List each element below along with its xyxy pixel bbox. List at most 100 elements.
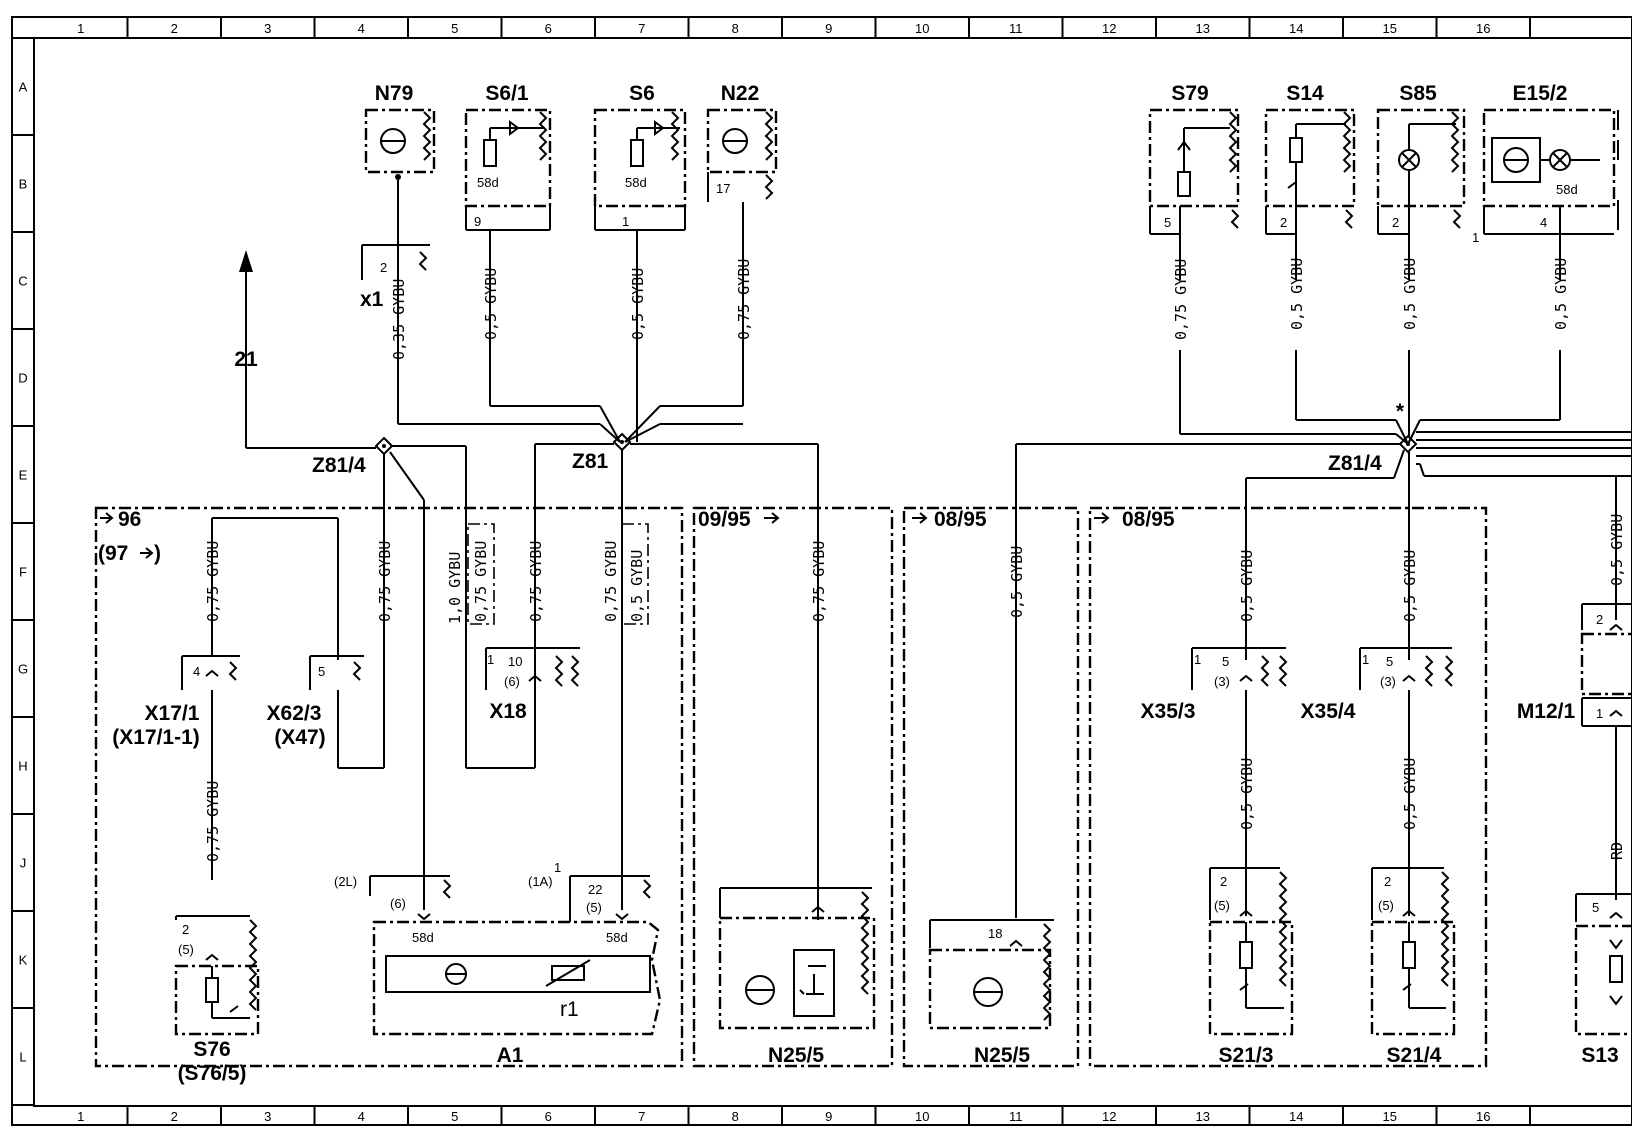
connector-x1: 2 x1 [360,244,430,311]
s21-3-label: S21/3 [1219,1044,1274,1067]
s85-note: 1 [1472,230,1479,245]
wire-x35-4-bot: 0,5 GYBU [1401,758,1419,830]
x35-4-alt: (3) [1380,674,1396,689]
grid-row-D: D [18,371,27,386]
n25-5-b-pin: 18 [988,926,1002,941]
frame [11,16,1632,1126]
svg-text:): ) [154,542,161,565]
s21-4-label: S21/4 [1387,1044,1442,1067]
a1-right-outer: (1A) [528,874,553,889]
s85-label: S85 [1399,82,1437,105]
component-s85: S85 2 1 [1376,82,1479,280]
component-e15-2: E15/2 58d 4 [1482,82,1619,280]
s76-alt: (S76/5) [178,1062,247,1085]
wire-x17-bot: 0,75 GYBU [204,781,222,862]
s76-alt: (5) [178,942,194,957]
grid-col-1: 1 [77,21,84,36]
s21-4-alt: (5) [1378,898,1394,913]
component-s6: S6 58d 1 [593,82,687,231]
grid-row-H: H [18,759,27,774]
star-marker: * [1396,400,1405,423]
splice-z81: Z81 [534,432,819,520]
x35-3-alt: (3) [1214,674,1230,689]
x35-3-num: 5 [1222,654,1229,669]
component-s76: 2 (5) S76 (S76/5) [174,915,260,1085]
e15-2-pin: 4 [1540,215,1547,230]
component-s13: 5 S13 [1574,893,1632,1067]
n22-label: N22 [721,82,760,105]
a1-right-alt: (5) [586,900,602,915]
grid-row-J: J [20,856,27,871]
s85-pin: 2 [1392,215,1399,230]
s6-1-label: S6/1 [485,82,529,105]
grid-col-13: 13 [1196,21,1210,36]
wire-x62-3: 0,75 GYBU [376,541,394,622]
grid-col-10: 10 [915,1109,929,1124]
a1-label: A1 [497,1044,524,1067]
wire-s14: 0,5 GYBU [1288,258,1306,330]
s13-pin: 5 [1592,900,1599,915]
s21-3-alt: (5) [1214,898,1230,913]
component-s14: S14 2 [1264,82,1356,280]
wire-a1-22: 0,75 GYBU [602,541,620,622]
grid-col-15: 15 [1383,1109,1397,1124]
x62-3-pin: 5 [318,664,325,679]
component-n22: N22 17 [706,82,778,202]
grid-col-11: 11 [1009,21,1023,36]
wire-x18-a: 1,0 GYBU [446,552,464,624]
grid-col-5: 5 [451,1109,458,1124]
grid-col-6: 6 [545,21,552,36]
connector-x35-3: 1 5 (3) X35/3 [1141,647,1288,723]
connector-x62-3: 5 X62/3 (X47) [267,655,364,749]
wire-e15-2: 0,5 GYBU [1552,258,1570,330]
wire-s6: 0,5 GYBU [629,268,647,340]
s6-label: S6 [629,82,655,105]
version-left-to: (97 [98,542,128,565]
n25-5-b-label: N25/5 [974,1044,1030,1067]
variant-box-left: 96 (97 ) 0,75 GYBU 4 X17/1 (X17/1-1) 0,7… [94,506,684,1085]
component-s6-1: S6/1 58d 9 [464,82,552,231]
s13-label: S13 [1581,1044,1618,1067]
grid-col-6: 6 [545,1109,552,1124]
grid-col-8: 8 [732,1109,739,1124]
z81-label: Z81 [572,450,609,473]
grid-col-14: 14 [1289,21,1303,36]
wire-x35-3-bot: 0,5 GYBU [1238,758,1256,830]
far-right-branch: 0,5 GYBU 2 1 M12/1 RD 5 S13 [1517,500,1632,1067]
a1-right-note: 1 [554,860,561,875]
grid-row-B: B [19,177,28,192]
grid-col-3: 3 [264,21,271,36]
wire-n79: 0,35 GYBU [390,279,408,360]
s76-label: S76 [193,1038,230,1061]
grid-row-G: G [18,662,28,677]
x18-alt: (6) [504,674,520,689]
grid-col-2: 2 [171,1109,178,1124]
a1-r1: r1 [560,998,579,1021]
grid-col-7: 7 [638,1109,645,1124]
m12-pin-b: 1 [1596,706,1603,721]
x18-one: 1 [487,652,494,667]
a1-left-pin: (6) [390,896,406,911]
grid-col-9: 9 [825,1109,832,1124]
version-left-from: 96 [118,508,141,531]
wire-s79: 0,75 GYBU [1172,259,1190,340]
a1-58d-right: 58d [606,930,628,945]
m12-pin-a: 2 [1596,612,1603,627]
x35-4-one: 1 [1362,652,1369,667]
arrow-ref-21: 21 [234,250,258,448]
version-mid2: 08/95 [934,508,987,531]
e15-2-58d: 58d [1556,182,1578,197]
m12-1-label: M12/1 [1517,700,1576,723]
a1-right-pin: 22 [588,882,602,897]
grid-col-11: 11 [1009,1109,1023,1124]
connector-x18: 1 10 (6) X18 [485,647,580,723]
wire-n25-5-a: 0,75 GYBU [810,541,828,622]
wire-x35-4-top: 0,5 GYBU [1401,550,1419,622]
variant-box-0895-right: 08/95 0,5 GYBU 1 5 (3) X35/3 0,5 GYBU 2 … [1088,506,1488,1068]
x35-3-one: 1 [1194,652,1201,667]
top-left-wires [397,180,744,443]
n79-label: N79 [375,82,414,105]
s6-1-58d: 58d [477,175,499,190]
grid-row-K: K [19,953,28,968]
